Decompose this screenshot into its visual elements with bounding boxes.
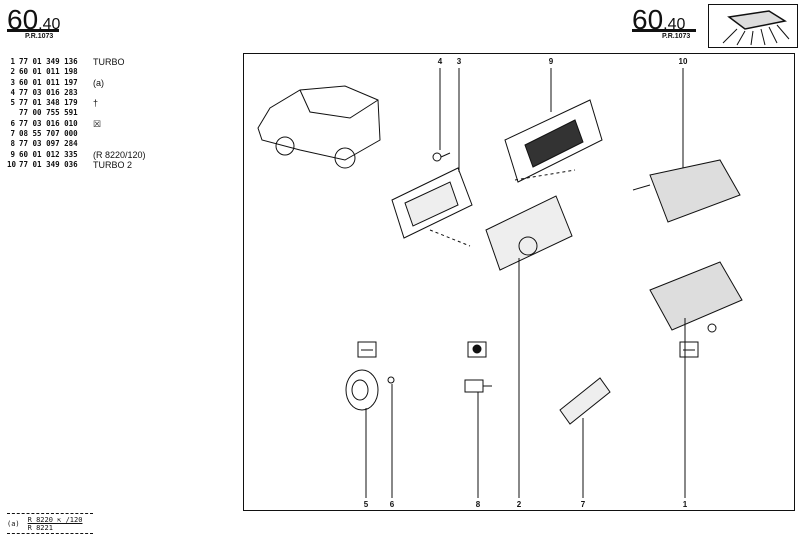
- part-reference: 08 55 707 000: [19, 129, 78, 139]
- part-note: †: [93, 98, 99, 109]
- parts-list-row: 4 77 03 016 283: [7, 88, 146, 98]
- section-minor: .40: [663, 16, 686, 33]
- fan-pictogram: [467, 341, 487, 358]
- part-number: 3: [10, 77, 15, 87]
- part-number: 2: [10, 67, 15, 77]
- parts-list-row: 3 60 01 011 197 (a): [7, 78, 146, 88]
- part-reference: 77 03 016 010: [19, 118, 78, 128]
- part-reference: 77 01 349 136: [19, 57, 78, 66]
- part-reference: 60 01 011 197: [19, 77, 78, 87]
- callout-9: 9: [548, 57, 554, 66]
- callout-8: 8: [475, 500, 481, 509]
- header-rule: [7, 29, 59, 32]
- callout-7: 7: [580, 500, 586, 509]
- part-reference: 77 01 348 179: [19, 98, 78, 108]
- part-reference: 77 03 097 284: [19, 139, 78, 149]
- pr-code-right: P.R.1073: [662, 33, 691, 40]
- parts-list-row: 6 77 03 016 010 ☒: [7, 119, 146, 129]
- part-reference: 77 01 349 036: [19, 159, 78, 169]
- footnote: (a) R 8220 ⇱ /120 R 8221: [7, 513, 93, 534]
- parts-list-row: 77 00 755 591: [7, 108, 146, 118]
- callout-3: 3: [456, 57, 462, 66]
- car-illustration: [257, 85, 381, 169]
- part-reference: 77 00 755 591: [19, 108, 78, 118]
- callout-4: 4: [437, 57, 443, 66]
- part-note: (a): [93, 77, 104, 88]
- pr-code-left: P.R.1073: [25, 33, 54, 40]
- part-6-bulb: [387, 376, 395, 384]
- part-note: TURBO: [93, 57, 125, 67]
- roof-light-pictogram: [679, 341, 699, 358]
- callout-2: 2: [516, 500, 522, 509]
- footnote-line-2: R 8221: [27, 524, 53, 532]
- part-number: 7: [10, 129, 15, 139]
- section-number-left: 60.40: [7, 6, 60, 39]
- header-rule: [632, 29, 696, 32]
- part-reference: 60 01 011 198: [19, 67, 78, 77]
- part-reference: 60 01 012 335: [19, 149, 78, 159]
- section-minor: .40: [38, 16, 61, 33]
- roof-light-pictogram: [357, 341, 377, 358]
- part-8-bulb: [464, 379, 492, 393]
- section-major: 60: [632, 4, 664, 35]
- part-7-bulb-holder: [559, 377, 611, 425]
- part-9-lens: [504, 99, 603, 183]
- callout-5: 5: [363, 500, 369, 509]
- part-10-lamp: [632, 159, 741, 223]
- diagram-frame: [243, 53, 795, 511]
- parts-list-row: 2 60 01 011 198: [7, 67, 146, 77]
- part-4-screw: [432, 152, 451, 162]
- section-major: 60: [7, 4, 39, 35]
- part-1-lamp: [649, 261, 743, 333]
- parts-list-row: 9 60 01 012 335 (R 8220/120): [7, 149, 146, 160]
- part-number: 4: [10, 87, 15, 97]
- part-number: 6: [10, 118, 15, 128]
- callout-6: 6: [389, 500, 395, 509]
- part-note: (R 8220/120): [93, 149, 146, 160]
- part-5-bulb-holder: [345, 369, 379, 411]
- part-number: 5: [10, 98, 15, 108]
- part-reference: 77 03 016 283: [19, 87, 78, 97]
- part-number: 8: [10, 139, 15, 149]
- parts-list-row: 5 77 01 348 179 †: [7, 98, 146, 108]
- parts-list: 1 77 01 349 136 TURBO 2 60 01 011 198 3 60 01 …: [7, 57, 146, 170]
- part-3-lens-frame: [391, 167, 473, 239]
- section-number-right: 60.40: [632, 6, 685, 39]
- part-number: 1: [10, 57, 15, 66]
- part-number: 10: [7, 159, 17, 169]
- footnote-marker: (a): [7, 520, 20, 528]
- roof-light-icon: [708, 4, 798, 48]
- footnote-line-1: R 8220 ⇱ /120: [27, 516, 83, 524]
- part-2-lamp: [485, 195, 573, 271]
- part-note: ☒: [93, 118, 102, 129]
- parts-list-row: 7 08 55 707 000: [7, 129, 146, 139]
- parts-list-row: 1 77 01 349 136 TURBO: [7, 57, 146, 67]
- callout-1: 1: [682, 500, 688, 509]
- callout-10: 10: [678, 57, 688, 66]
- parts-list-row: 8 77 03 097 284: [7, 139, 146, 149]
- part-note: TURBO 2: [93, 159, 133, 170]
- part-number: 9: [10, 149, 15, 159]
